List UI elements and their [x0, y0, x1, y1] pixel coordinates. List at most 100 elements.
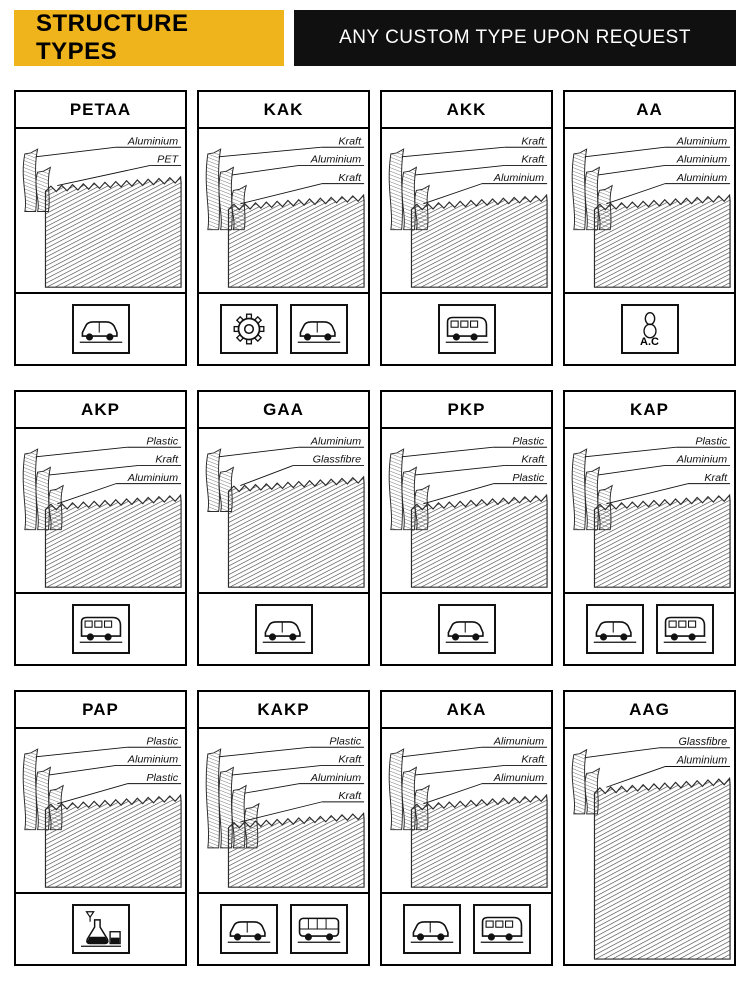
card-icons — [16, 292, 185, 364]
car-icon — [445, 621, 488, 643]
car-icon — [227, 921, 270, 943]
car-icon — [297, 321, 340, 343]
car-icon — [79, 321, 122, 343]
card-title: AA — [565, 92, 734, 129]
custom-type-banner: ANY CUSTOM TYPE UPON REQUEST — [294, 10, 736, 66]
card-title: AKA — [382, 692, 551, 729]
card-title: KAP — [565, 392, 734, 429]
card-icons: A.C — [565, 292, 734, 364]
layer-label: Aluminium — [676, 172, 727, 184]
card-title: GAA — [199, 392, 368, 429]
card-title: KAK — [199, 92, 368, 129]
layer-label: Aluminium — [310, 154, 361, 166]
layer-label: Plastic — [512, 435, 544, 447]
icon-caption: A.C — [640, 335, 659, 348]
car-icon — [410, 921, 453, 943]
layer-label: Aluminium — [127, 135, 178, 147]
layer-label: Aluminium — [127, 754, 178, 766]
layer-label: Kraft — [338, 790, 362, 802]
page-header: STRUCTURE TYPES ANY CUSTOM TYPE UPON REQ… — [0, 0, 750, 66]
layer-label: Plastic — [146, 772, 178, 784]
card-icons — [199, 892, 368, 964]
card-title: AKK — [382, 92, 551, 129]
flask-icon — [80, 911, 121, 947]
card-title: AKP — [16, 392, 185, 429]
car-icon-box — [254, 604, 313, 654]
caravan-icon — [79, 616, 122, 643]
ac-icon — [642, 311, 657, 338]
caravan-icon-box — [655, 604, 714, 654]
car-icon-box — [71, 304, 130, 354]
layer-label: Alimunium — [493, 735, 544, 747]
layer-label: Aluminium — [493, 172, 544, 184]
layer-label: Aluminium — [676, 755, 727, 767]
layer-label: Kraft — [338, 172, 362, 184]
card-icons — [16, 892, 185, 964]
car-icon — [593, 621, 636, 643]
card-title: PETAA — [16, 92, 185, 129]
caravan-icon-box — [71, 604, 130, 654]
page-title: STRUCTURE TYPES — [14, 10, 284, 66]
layer-label: Glassfibre — [313, 454, 362, 466]
layer-label: Aluminium — [676, 454, 727, 466]
layer-label: Aluminium — [676, 154, 727, 166]
layer-label: Kraft — [521, 754, 545, 766]
card-icons — [199, 292, 368, 364]
car-icon — [262, 621, 305, 643]
car-icon-box — [437, 604, 496, 654]
card-icons — [382, 292, 551, 364]
bus-icon — [297, 917, 340, 943]
card-icons — [565, 592, 734, 664]
layer-label: Aluminium — [310, 435, 361, 447]
caravan-icon — [445, 316, 488, 343]
card-title: PKP — [382, 392, 551, 429]
layer-label: Aluminium — [310, 772, 361, 784]
layer-label: Glassfibre — [678, 736, 727, 748]
gear-icon — [233, 313, 264, 345]
gear-icon-box — [219, 304, 278, 354]
layer-label: Kraft — [521, 135, 545, 147]
layer-label: Kraft — [704, 472, 728, 484]
layer-label: Kraft — [521, 154, 545, 166]
layer-label: Plastic — [146, 735, 178, 747]
layer-label: Plastic — [146, 435, 178, 447]
card-icons — [382, 592, 551, 664]
car-icon-box — [219, 904, 278, 954]
card-title: AAG — [565, 692, 734, 729]
car-icon-box — [402, 904, 461, 954]
card-title: KAKP — [199, 692, 368, 729]
layer-label: Plastic — [512, 472, 544, 484]
